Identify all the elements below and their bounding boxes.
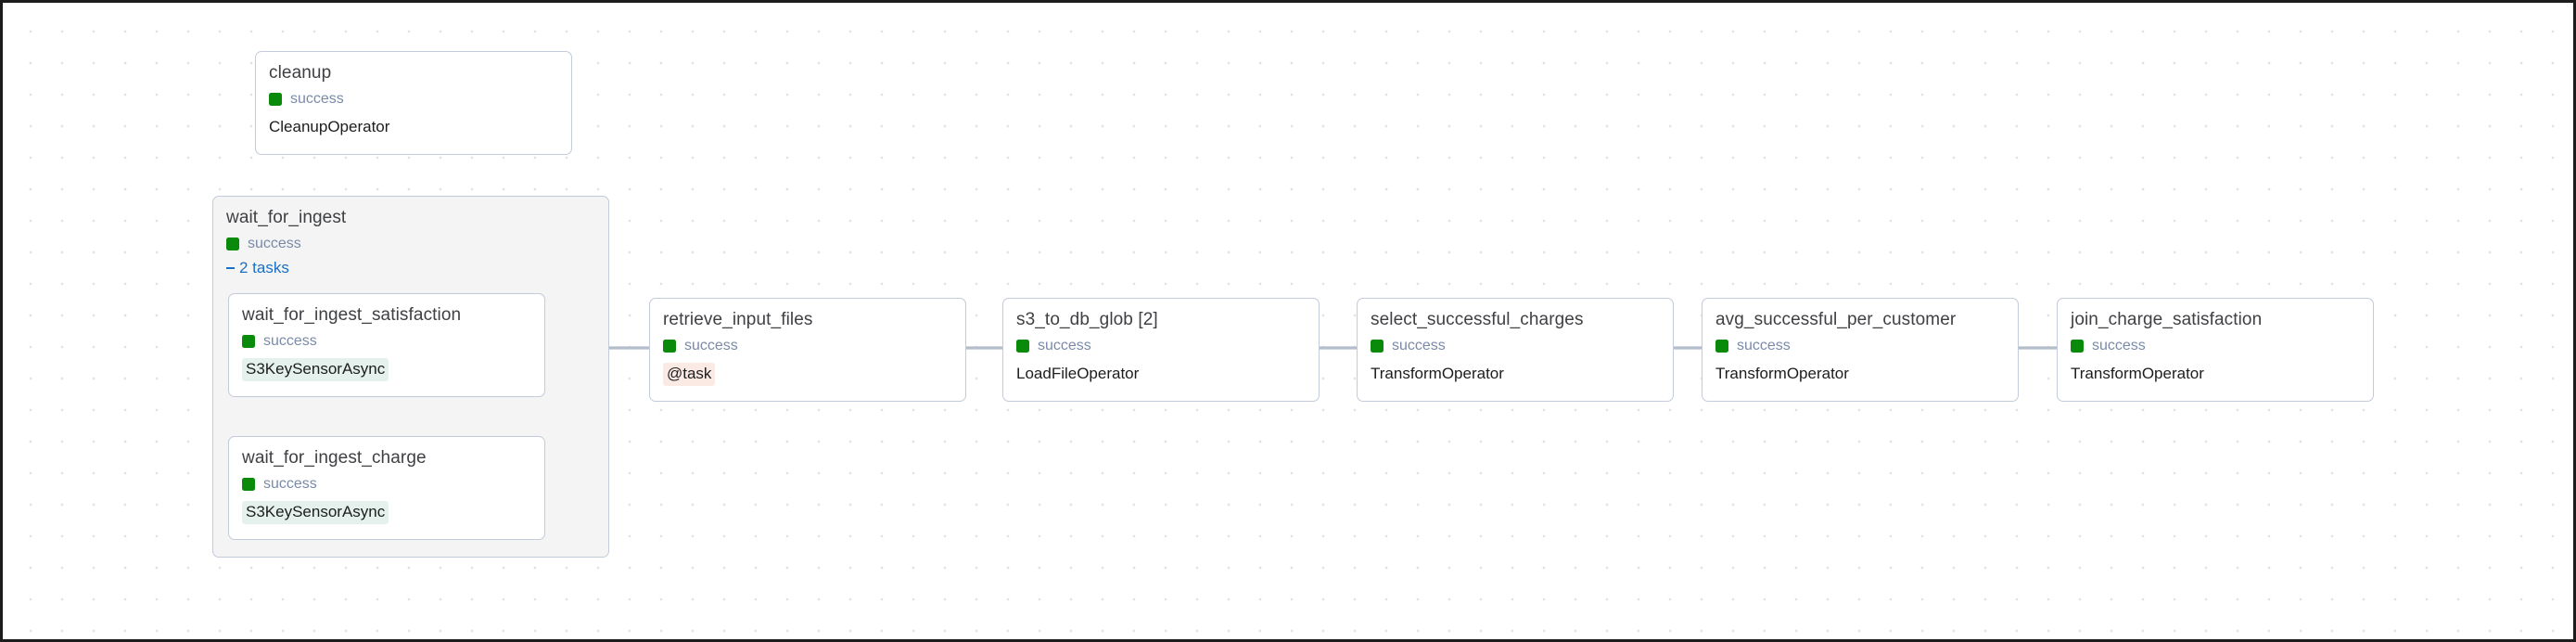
status-success-swatch-icon: [663, 340, 676, 353]
task-status-row: success: [1715, 338, 2005, 354]
task-operator-row: TransformOperator: [1715, 363, 2005, 385]
task-node-title: retrieve_input_files: [663, 310, 813, 329]
task-status-row: success: [2071, 338, 2360, 354]
task-operator-label: LoadFileOperator: [1016, 365, 1140, 382]
task-node-title: select_successful_charges: [1371, 310, 1584, 329]
minus-icon: [226, 266, 235, 269]
task-operator-row: TransformOperator: [1371, 363, 1660, 385]
task-status-row: success: [1016, 338, 1306, 354]
task-group-collapse-toggle[interactable]: 2 tasks: [226, 259, 289, 277]
task-status-row: success: [242, 333, 531, 350]
task-operator-label: CleanupOperator: [269, 118, 390, 135]
task-node-wait-for-ingest-satisfaction[interactable]: wait_for_ingest_satisfaction success S3K…: [228, 293, 545, 397]
task-node-title: wait_for_ingest_charge: [242, 448, 427, 468]
task-node-join-charge-satisfaction[interactable]: join_charge_satisfaction success Transfo…: [2057, 298, 2374, 402]
task-operator-row: @task: [663, 363, 952, 386]
task-status-label: success: [263, 333, 317, 349]
task-operator-label: TransformOperator: [2071, 365, 2204, 382]
status-success-swatch-icon: [1371, 340, 1384, 353]
status-success-swatch-icon: [242, 478, 255, 491]
status-success-swatch-icon: [226, 238, 239, 250]
task-node-avg-successful-per-customer[interactable]: avg_successful_per_customer success Tran…: [1702, 298, 2019, 402]
task-operator-row: TransformOperator: [2071, 363, 2360, 385]
task-node-title: join_charge_satisfaction: [2071, 310, 2263, 329]
task-group-count-label: 2 tasks: [239, 259, 289, 276]
task-operator-label: TransformOperator: [1715, 365, 1849, 382]
status-success-swatch-icon: [269, 93, 282, 106]
task-status-label: success: [1392, 338, 1446, 353]
status-success-swatch-icon: [1016, 340, 1029, 353]
task-status-label: success: [684, 338, 738, 353]
task-operator-row: LoadFileOperator: [1016, 363, 1306, 385]
status-success-swatch-icon: [1715, 340, 1728, 353]
task-operator-label: TransformOperator: [1371, 365, 1504, 382]
task-status-label: success: [1737, 338, 1791, 353]
status-success-swatch-icon: [242, 335, 255, 348]
status-success-swatch-icon: [2071, 340, 2084, 353]
task-node-s3-to-db-glob[interactable]: s3_to_db_glob [2] success LoadFileOperat…: [1002, 298, 1320, 402]
task-node-title: wait_for_ingest_satisfaction: [242, 305, 462, 325]
task-operator-label: S3KeySensorAsync: [242, 358, 389, 381]
task-node-title: cleanup: [269, 63, 332, 83]
task-node-wait-for-ingest-charge[interactable]: wait_for_ingest_charge success S3KeySens…: [228, 436, 545, 540]
task-operator-row: S3KeySensorAsync: [242, 501, 531, 524]
task-group-title: wait_for_ingest: [226, 208, 347, 227]
task-status-label: success: [263, 476, 317, 492]
task-operator-row: S3KeySensorAsync: [242, 358, 531, 381]
task-status-label: success: [2092, 338, 2146, 353]
task-status-label: success: [290, 91, 344, 107]
task-status-row: success: [663, 338, 952, 354]
task-status-row: success: [242, 476, 531, 493]
task-operator-label: S3KeySensorAsync: [242, 501, 389, 524]
task-node-title: avg_successful_per_customer: [1715, 310, 1957, 329]
task-operator-row: CleanupOperator: [269, 116, 558, 138]
task-node-title: s3_to_db_glob [2]: [1016, 310, 1158, 329]
task-status-label: success: [1038, 338, 1091, 353]
task-operator-label: @task: [663, 363, 716, 386]
task-node-select-successful-charges[interactable]: select_successful_charges success Transf…: [1357, 298, 1674, 402]
task-status-row: success: [269, 91, 558, 108]
task-group-status-label: success: [248, 236, 301, 251]
task-node-retrieve-input-files[interactable]: retrieve_input_files success @task: [649, 298, 966, 402]
task-status-row: success: [1371, 338, 1660, 354]
task-group-status-row: success: [226, 236, 595, 252]
task-node-cleanup[interactable]: cleanup success CleanupOperator: [255, 51, 572, 155]
